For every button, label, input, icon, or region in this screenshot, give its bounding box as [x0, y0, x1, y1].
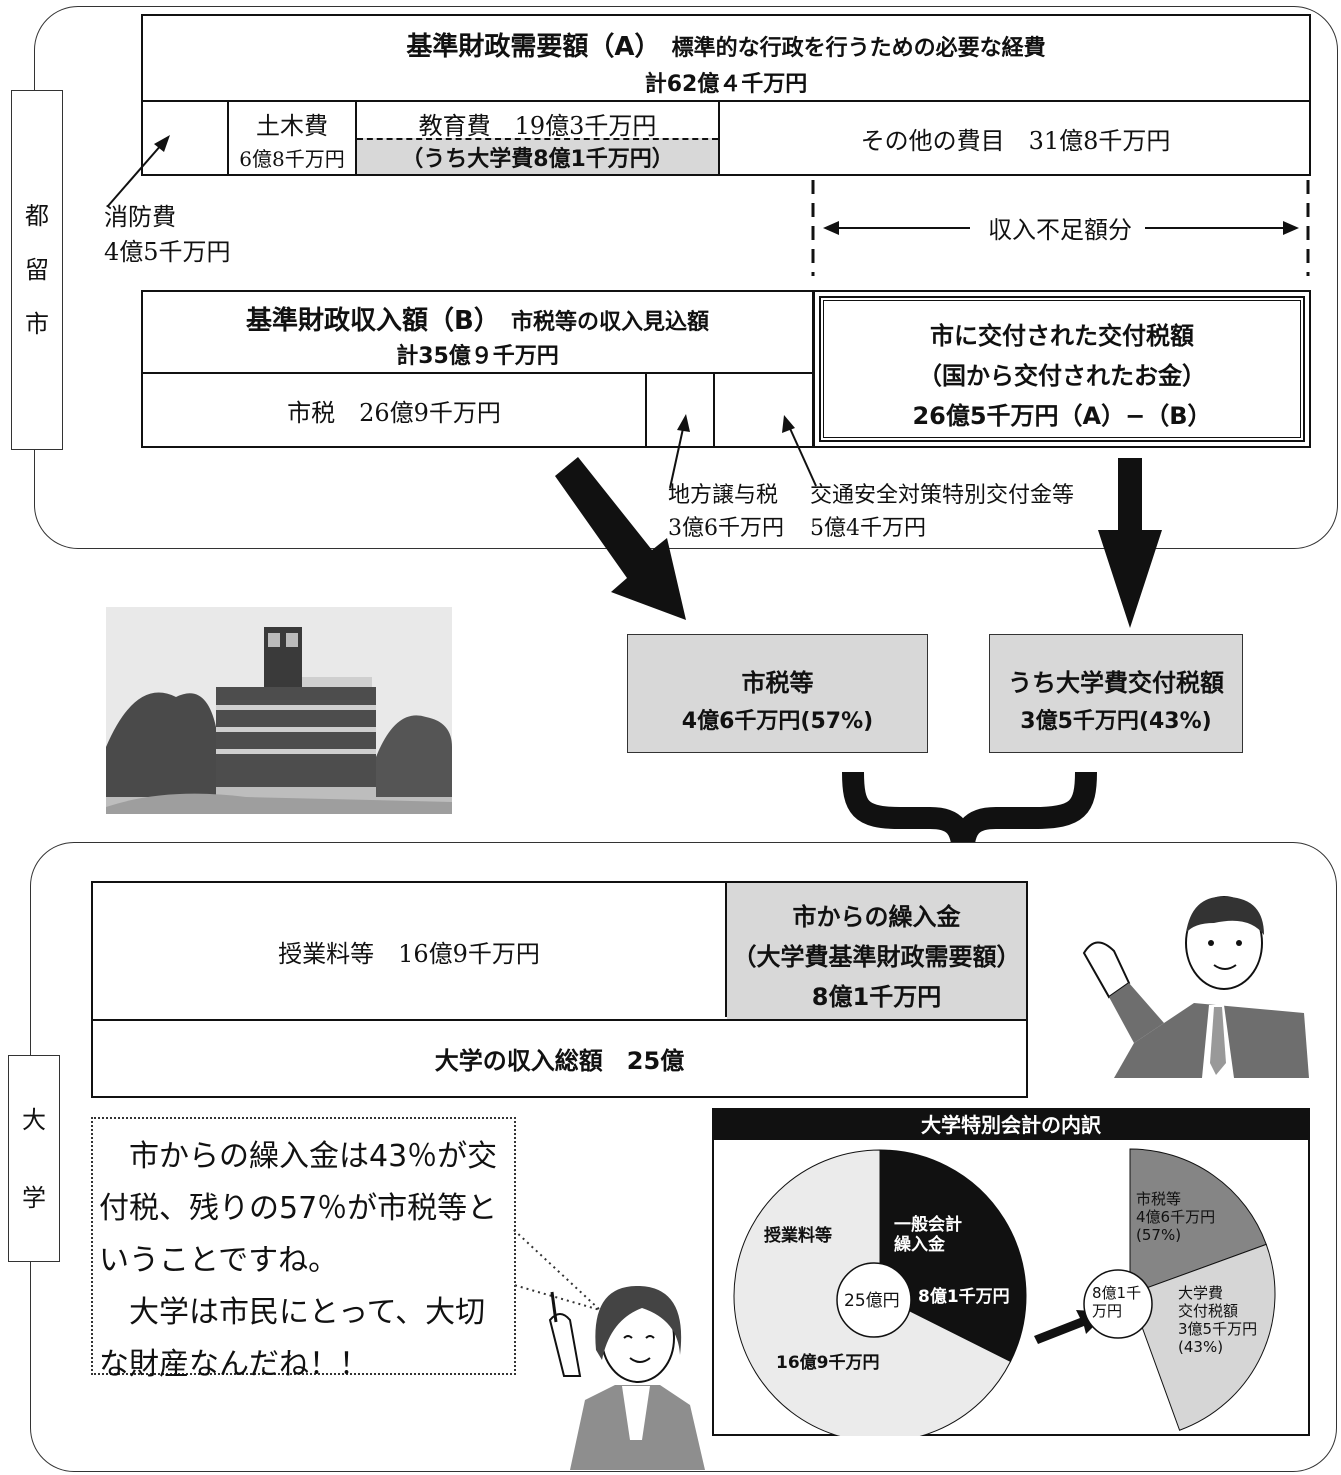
split-citytax-amount: 4億6千万円(57%)	[681, 709, 874, 734]
fire-amount: 4億5千万円	[104, 238, 231, 266]
fire-arrow	[107, 135, 170, 207]
need-col-divider-2	[355, 100, 357, 174]
pie2-center-circle	[1083, 1269, 1153, 1339]
need-title: 基準財政需要額（A）	[406, 32, 661, 62]
need-subtitle: 標準的な行政を行うための必要な経費	[671, 36, 1046, 61]
pie-label-general-name: 一般会計繰入金	[894, 1214, 962, 1255]
grant-inner-frame-2	[823, 300, 1301, 438]
pie-slice-general-account	[879, 1149, 1027, 1363]
split-citytax-box: 市税等 4億6千万円(57%)	[627, 634, 928, 753]
grant-inner-frame	[819, 296, 1305, 442]
need-col-divider-3	[718, 100, 720, 174]
education-cell: 教育費 19億3千万円 （うち大学費8億1千万円）	[357, 102, 718, 174]
grant-box: 市に交付された交付税額 （国から交付されたお金） 26億5千万円（A）−（B）	[813, 290, 1311, 448]
pie-center-label: 25億円	[844, 1291, 900, 1311]
shortfall-indicator	[811, 180, 1310, 276]
revenue-title: 基準財政収入額（B）	[246, 306, 500, 336]
man-illustration	[1082, 896, 1309, 1078]
need-title-row: 基準財政需要額（A） 標準的な行政を行うための必要な経費	[143, 26, 1309, 63]
university-revenue-box: 授業料等 16億9千万円 市からの繰入金 （大学費基準財政需要額） 8億1千万円…	[91, 881, 1028, 1098]
pie-slice-citytax	[1129, 1148, 1267, 1295]
university-col-divider	[725, 883, 727, 1017]
grant-line-2: （国から交付されたお金）	[918, 362, 1206, 390]
pie2-center-label: 8億1千万円	[1092, 1284, 1141, 1320]
speech-note: 市からの繰入金は43％が交付税、残りの57％が市税等ということですね。 大学は市…	[91, 1117, 516, 1382]
city-side-label: 都 留 市	[11, 90, 63, 450]
university-side-label: 大 学	[8, 1055, 60, 1262]
pie-label-tuition-name: 授業料等	[764, 1225, 832, 1246]
revenue-divider	[143, 372, 812, 374]
university-divider	[93, 1019, 1026, 1021]
speech-paragraph-1: 市からの繰入金は43％が交付税、残りの57％が市税等ということですね。	[99, 1139, 498, 1278]
small-revenue-arrows	[669, 414, 817, 489]
need-total: 計62億４千万円	[644, 72, 808, 97]
split-grant-box: うち大学費交付税額 3億5千万円(43%)	[989, 634, 1243, 753]
city-side-char-3: 市	[25, 310, 49, 338]
arrow-grant-flow	[1098, 458, 1162, 628]
civil-amount: 6億8千万円	[239, 147, 345, 171]
woman-illustration	[548, 1285, 705, 1470]
split-citytax-label: 市税等	[741, 669, 814, 697]
city-side-char-2: 留	[25, 256, 49, 284]
arrow-citytax-flow	[555, 457, 686, 620]
transfer-tax-amount: 3億6千万円	[668, 516, 784, 541]
university-building-photo	[106, 607, 452, 814]
need-box: 基準財政需要額（A） 標準的な行政を行うための必要な経費 計62億４千万円 土木…	[141, 14, 1311, 176]
pie-label-tuition-amount: 16億9千万円	[776, 1352, 880, 1373]
revenue-col-divider-2	[713, 372, 715, 446]
revenue-subtitle: 市税等の収入見込額	[510, 310, 709, 335]
split-grant-label: うち大学費交付税額	[1008, 669, 1224, 697]
transfer-tax-label: 地方譲与税	[668, 483, 779, 508]
revenue-total: 計35億９千万円	[396, 344, 559, 369]
grant-line-3: 26億5千万円（A）−（B）	[912, 402, 1212, 430]
city-side-char-1: 都	[25, 202, 49, 230]
need-divider	[143, 100, 1309, 102]
university-side-char-1: 大	[22, 1105, 46, 1134]
revenue-title-row: 基準財政収入額（B） 市税等の収入見込額	[143, 300, 812, 337]
pie-label-general-amount: 8億1千万円	[918, 1286, 1010, 1307]
grant-line-1: 市に交付された交付税額	[930, 322, 1194, 350]
civil-cell: 土木費 6億8千万円	[229, 102, 355, 174]
traffic-grant-amount: 5億4千万円	[810, 516, 926, 541]
split-grant-amount: 3億5千万円(43%)	[1020, 709, 1212, 734]
pie-center-circle	[836, 1262, 912, 1338]
civil-label: 土木費	[256, 112, 328, 140]
other-expenses: その他の費目 31億8千万円	[860, 126, 1171, 155]
fire-label: 消防費	[104, 203, 176, 231]
traffic-grant-label: 交通安全対策特別交付金等	[810, 483, 1075, 508]
city-transfer-line-3: 8億1千万円	[811, 983, 942, 1011]
tuition-cell: 授業料等 16億9千万円	[278, 939, 540, 968]
revenue-box: 基準財政収入額（B） 市税等の収入見込額 計35億９千万円 市税 26億9千万円	[141, 290, 814, 448]
city-transfer-line-1: 市からの繰入金	[792, 903, 961, 931]
speech-paragraph-2: 大学は市民にとって、大切な財産なんだね！！	[99, 1295, 486, 1382]
education-university-sub: （うち大学費8億1千万円）	[357, 138, 718, 174]
city-transfer-line-2: （大学費基準財政需要額）	[732, 943, 1021, 971]
shortfall-label: 収入不足額分	[988, 216, 1132, 244]
pie-slice-grant	[1129, 1243, 1276, 1431]
university-side-char-2: 学	[22, 1183, 46, 1212]
pie-chart-title: 大学特別会計の内訳	[714, 1110, 1308, 1140]
revenue-col-divider-1	[645, 372, 647, 446]
need-col-divider-1	[227, 100, 229, 174]
university-total: 大学の収入総額 25億	[434, 1047, 685, 1075]
education-label: 教育費 19億3千万円	[418, 112, 657, 140]
city-tax-cell: 市税 26億9千万円	[287, 398, 501, 427]
city-transfer-cell: 市からの繰入金 （大学費基準財政需要額） 8億1千万円	[727, 883, 1026, 1019]
